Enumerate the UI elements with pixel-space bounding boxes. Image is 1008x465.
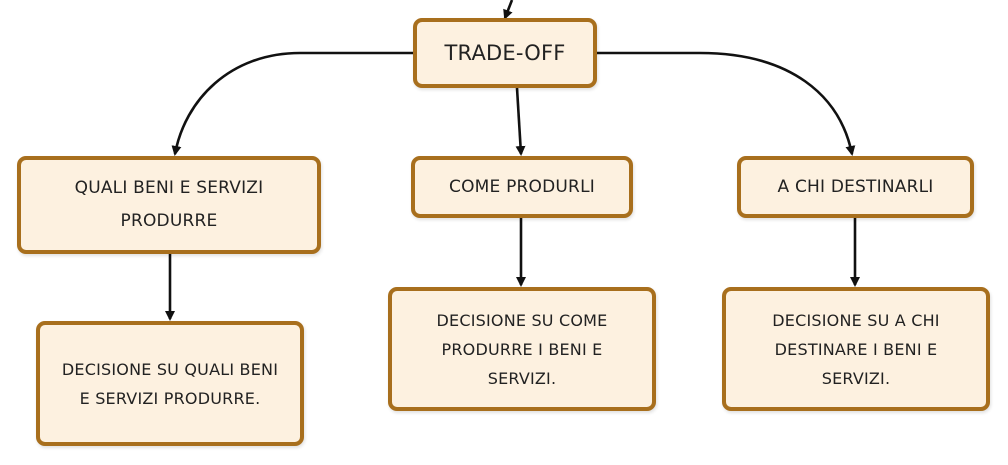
- branch-node-label: QUALI BENI E SERVIZI PRODURRE: [74, 178, 264, 231]
- decision-node-text: DECISIONE SU QUALI BENI E SERVIZI PRODUR…: [61, 359, 279, 408]
- root-node-label: TRADE-OFF: [444, 41, 566, 65]
- decision-node-quali-beni: DECISIONE SU QUALI BENI E SERVIZI PRODUR…: [36, 321, 304, 446]
- branch-node-quali-beni: QUALI BENI E SERVIZI PRODURRE: [17, 156, 321, 254]
- branch-node-a-chi-destinarli: A CHI DESTINARLI: [737, 156, 974, 218]
- connector-root-to-come: [515, 87, 526, 156]
- root-node-trade-off: TRADE-OFF: [413, 18, 597, 88]
- branch-node-come-produrli: COME PRODURLI: [411, 156, 633, 218]
- connector-root-to-chi: [597, 51, 856, 156]
- branch-node-label: COME PRODURLI: [449, 176, 595, 197]
- decision-node-text: DECISIONE SU COME PRODURRE I BENI E SERV…: [436, 310, 608, 388]
- decision-node-text: DECISIONE SU A CHI DESTINARE I BENI E SE…: [772, 310, 940, 388]
- branch-node-label: A CHI DESTINARLI: [777, 176, 934, 197]
- decision-node-come-produrre: DECISIONE SU COME PRODURRE I BENI E SERV…: [388, 287, 656, 411]
- connector-root-to-quali: [171, 51, 413, 156]
- decision-node-a-chi-destinare: DECISIONE SU A CHI DESTINARE I BENI E SE…: [722, 287, 990, 411]
- incoming-connector: [503, 0, 514, 20]
